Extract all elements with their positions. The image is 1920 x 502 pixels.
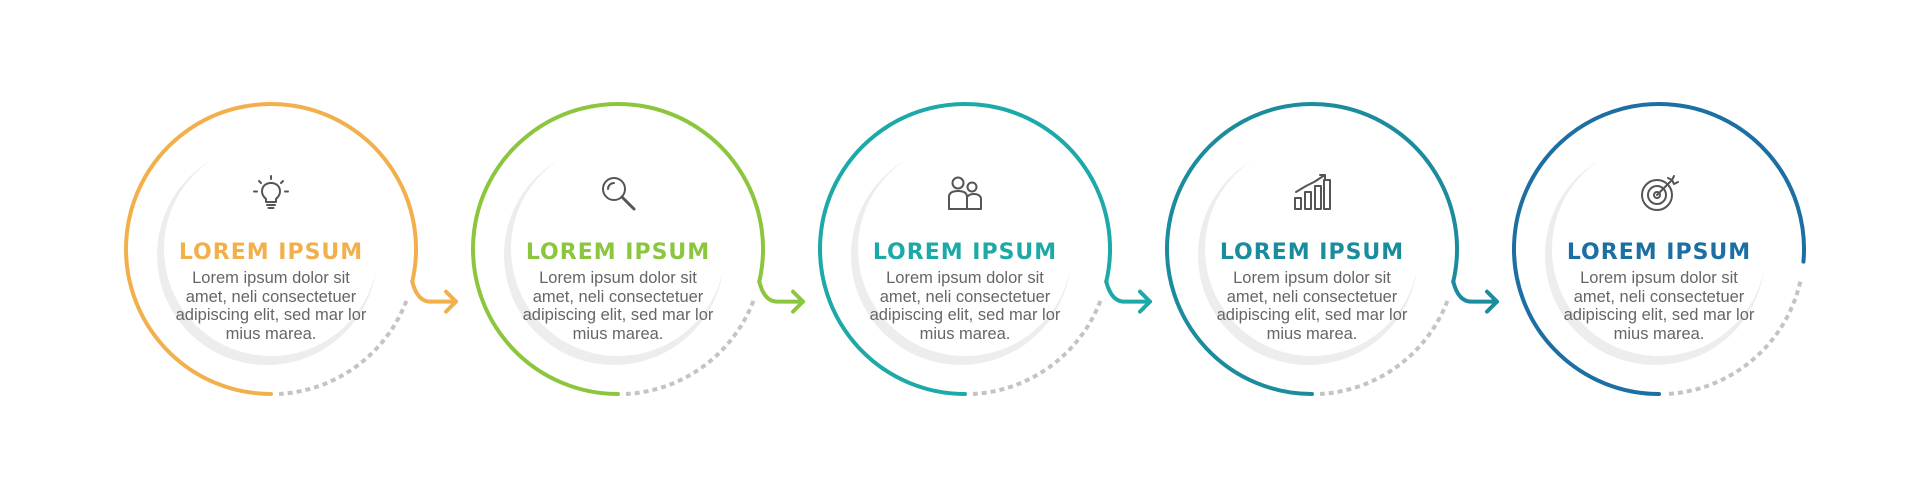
ring-arc <box>1512 102 1806 396</box>
ring-dashed-arc <box>1319 300 1450 396</box>
step-title: LOREM IPSUM <box>525 240 711 265</box>
step-1: LOREM IPSUM Lorem ipsum dolor sit amet, … <box>124 102 458 396</box>
arrow-right-icon <box>444 289 458 314</box>
step-inner-circle <box>1552 142 1766 356</box>
step-description: Lorem ipsum dolor sit amet, neli consect… <box>175 269 367 343</box>
step-5: LOREM IPSUM Lorem ipsum dolor sit amet, … <box>1512 102 1806 396</box>
connector-line <box>757 279 805 304</box>
step-title: LOREM IPSUM <box>1566 240 1752 265</box>
arrow-right-icon <box>791 289 805 314</box>
ring-arc <box>818 102 1112 396</box>
ring-dashed-arc <box>1666 281 1803 396</box>
ring-dashed-arc <box>278 300 409 396</box>
ring-dashed-arc <box>972 300 1103 396</box>
bar-chart-icon <box>1291 172 1333 214</box>
step-inner-circle <box>858 142 1072 356</box>
ring-arc <box>1165 102 1459 396</box>
step-2: LOREM IPSUM Lorem ipsum dolor sit amet, … <box>471 102 805 396</box>
magnifier-icon <box>597 172 639 214</box>
step-inner-circle <box>1205 142 1419 356</box>
step-title: LOREM IPSUM <box>872 240 1058 265</box>
step-description: Lorem ipsum dolor sit amet, neli consect… <box>522 269 714 343</box>
connector-line <box>1451 279 1499 304</box>
connector-line <box>1104 279 1152 304</box>
step-inner-circle <box>511 142 725 356</box>
ring-arc <box>124 102 418 396</box>
ring-arc <box>471 102 765 396</box>
arrow-right-icon <box>1138 289 1152 314</box>
lightbulb-icon <box>250 172 292 214</box>
step-description: Lorem ipsum dolor sit amet, neli consect… <box>869 269 1061 343</box>
people-icon <box>944 172 986 214</box>
step-title: LOREM IPSUM <box>1219 240 1405 265</box>
step-4: LOREM IPSUM Lorem ipsum dolor sit amet, … <box>1165 102 1499 396</box>
step-description: Lorem ipsum dolor sit amet, neli consect… <box>1216 269 1408 343</box>
connector-line <box>410 279 458 304</box>
ring-dashed-arc <box>625 300 756 396</box>
step-description: Lorem ipsum dolor sit amet, neli consect… <box>1563 269 1755 343</box>
step-3: LOREM IPSUM Lorem ipsum dolor sit amet, … <box>818 102 1152 396</box>
step-title: LOREM IPSUM <box>178 240 364 265</box>
arrow-right-icon <box>1485 289 1499 314</box>
target-icon <box>1638 172 1680 214</box>
